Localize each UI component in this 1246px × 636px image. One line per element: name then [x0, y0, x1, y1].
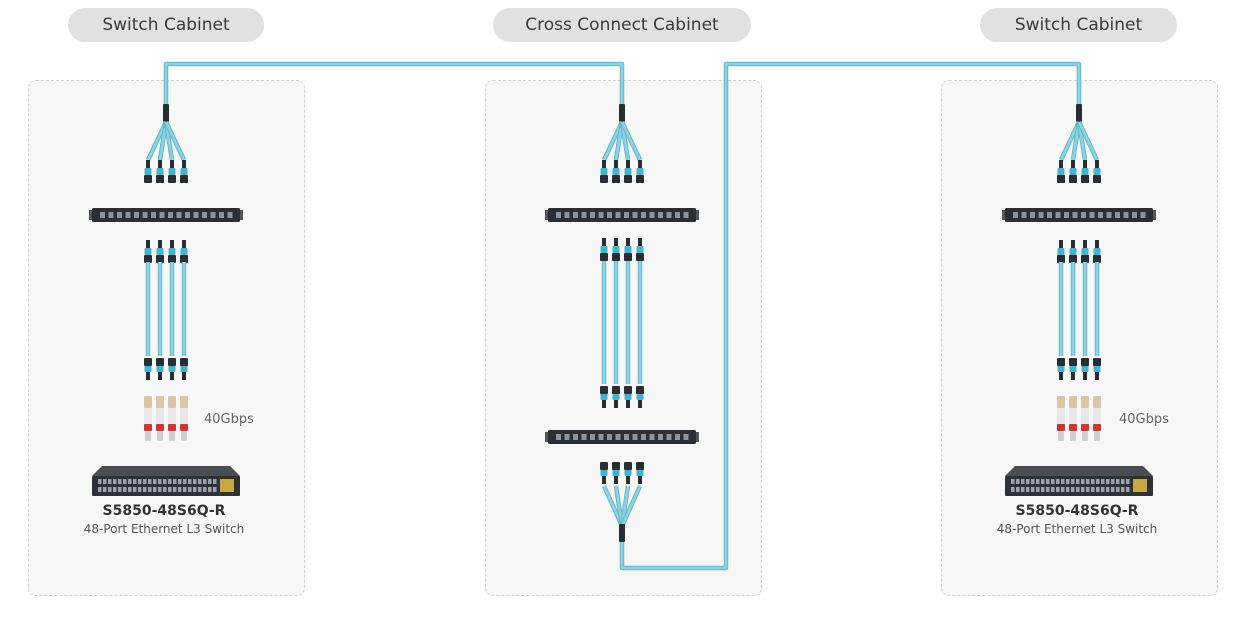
patch-panel-left: [89, 208, 243, 222]
lc-connector-top-left-3: [180, 160, 188, 183]
patch-connector-b-left-1: [156, 358, 164, 380]
fanout-middle-top-leg-3-core: [620, 121, 642, 161]
qsfp-transceiver-left-2: [168, 396, 176, 441]
lc-connector-top-left-0: [144, 160, 152, 183]
switch-model-left: S5850-48S6Q-R: [102, 503, 226, 519]
patch-connector-a-right-0: [1057, 240, 1065, 263]
patch-connector-a-right-2: [1081, 240, 1089, 263]
trunk-cable-right-to-cross-core: [620, 62, 1081, 570]
patch-connector-b-right-1: [1069, 358, 1077, 380]
qsfp-transceiver-left-1: [156, 396, 164, 441]
patch-connector-b-middle-2: [624, 386, 632, 408]
patch-connector-b-right-3: [1093, 358, 1101, 380]
patch-panel-middle-bottom: [545, 430, 699, 444]
cabinet-right: [941, 80, 1218, 596]
patch-connector-a-middle-1: [612, 238, 620, 261]
fanout-left-leg-3-core: [164, 121, 186, 161]
cabinet-left: [28, 80, 305, 596]
qsfp-transceiver-right-0: [1057, 396, 1065, 441]
patch-connector-b-left-0: [144, 358, 152, 380]
lc-connector-top-middle-3: [636, 160, 644, 183]
patch-connector-a-left-1: [156, 240, 164, 263]
patch-panel-middle-top: [545, 208, 699, 222]
mtp-connector-top-right: [1076, 104, 1082, 122]
lc-connector-bottom-middle-3: [636, 462, 644, 484]
fanout-right-leg-3-core: [1077, 121, 1099, 161]
lc-connector-top-right-3: [1093, 160, 1101, 183]
lc-connector-top-left-2: [168, 160, 176, 183]
trunk-cable-left-to-cross: [163, 61, 625, 112]
switch-left: [92, 466, 240, 496]
switch-model-right: S5850-48S6Q-R: [1015, 503, 1139, 519]
speed-label-right: 40Gbps: [1119, 412, 1169, 427]
qsfp-transceiver-left-0: [144, 396, 152, 441]
qsfp-transceiver-right-3: [1093, 396, 1101, 441]
patch-connector-b-left-3: [180, 358, 188, 380]
qsfp-transceiver-left-3: [180, 396, 188, 441]
qsfp-transceiver-right-1: [1069, 396, 1077, 441]
lc-connector-top-right-2: [1081, 160, 1089, 183]
trunk-cable-left-to-cross-core: [164, 62, 624, 112]
patch-connector-a-left-0: [144, 240, 152, 263]
lc-connector-top-right-1: [1069, 160, 1077, 183]
lc-connector-top-middle-1: [612, 160, 620, 183]
lc-connector-top-middle-2: [624, 160, 632, 183]
lc-connector-top-right-0: [1057, 160, 1065, 183]
lc-connector-bottom-middle-0: [600, 462, 608, 484]
patch-connector-a-middle-2: [624, 238, 632, 261]
patch-connector-b-left-2: [168, 358, 176, 380]
switch-desc-left: 48-Port Ethernet L3 Switch: [83, 522, 245, 536]
qsfp-transceiver-right-2: [1081, 396, 1089, 441]
mtp-connector-top-left: [163, 104, 169, 122]
patch-connector-a-middle-3: [636, 238, 644, 261]
patch-connector-a-left-3: [180, 240, 188, 263]
patch-panel-right: [1002, 208, 1156, 222]
patch-connector-b-middle-1: [612, 386, 620, 408]
patch-connector-b-middle-0: [600, 386, 608, 408]
speed-label-left: 40Gbps: [204, 412, 254, 427]
patch-connector-a-left-2: [168, 240, 176, 263]
patch-connector-b-right-2: [1081, 358, 1089, 380]
patch-connector-b-right-0: [1057, 358, 1065, 380]
patch-connector-b-middle-3: [636, 386, 644, 408]
patch-connector-a-middle-0: [600, 238, 608, 261]
cabinet-title-right: Switch Cabinet: [980, 8, 1177, 42]
patch-connector-a-right-1: [1069, 240, 1077, 263]
mtp-connector-top-middle: [619, 104, 625, 122]
fanout-middle-bottom-leg-3-core: [620, 485, 642, 527]
patch-connector-a-right-3: [1093, 240, 1101, 263]
switch-right: [1005, 466, 1153, 496]
cabinet-title-left: Switch Cabinet: [68, 8, 264, 42]
lc-connector-top-middle-0: [600, 160, 608, 183]
cabinet-title-middle: Cross Connect Cabinet: [493, 8, 751, 42]
lc-connector-bottom-middle-2: [624, 462, 632, 484]
mtp-connector-bottom-middle: [619, 524, 625, 542]
switch-desc-right: 48-Port Ethernet L3 Switch: [996, 522, 1158, 536]
lc-connector-bottom-middle-1: [612, 462, 620, 484]
lc-connector-top-left-1: [156, 160, 164, 183]
